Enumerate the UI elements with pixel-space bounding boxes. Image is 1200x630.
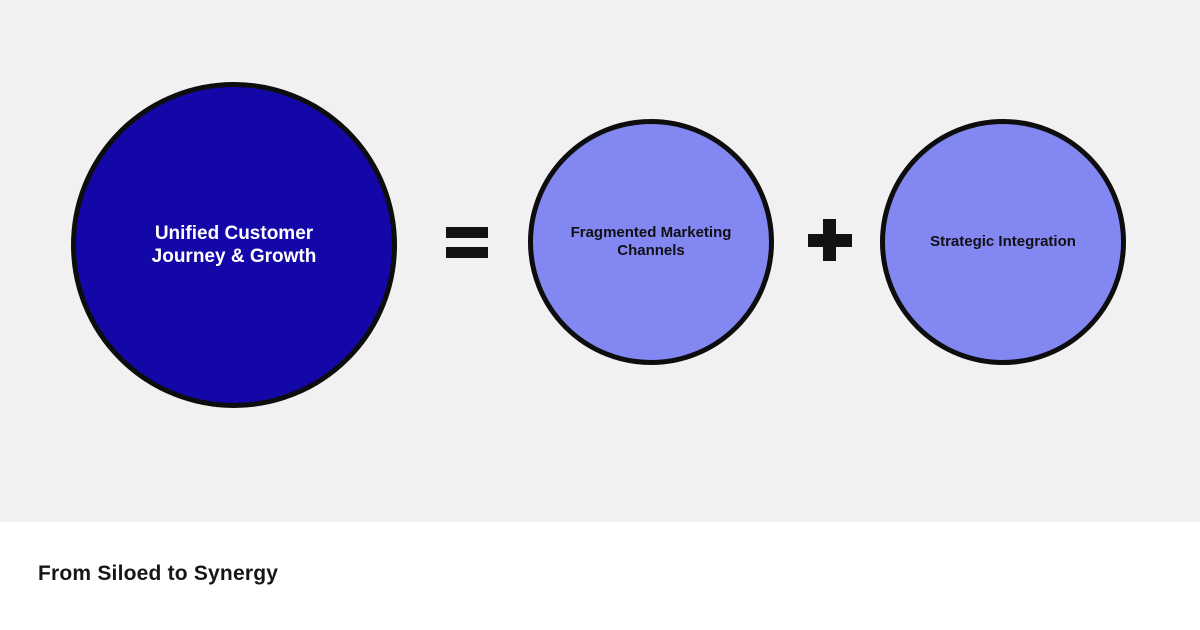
component-circle-1-label-line2: Channels	[617, 242, 685, 259]
component-circle-1-label-line1: Fragmented Marketing	[570, 224, 732, 241]
result-circle-label: Unified Customer Journey & Growth	[152, 222, 317, 268]
page-title: From Siloed to Synergy	[38, 562, 279, 585]
component-circle-1-label: Fragmented Marketing Channels	[571, 224, 732, 260]
result-circle: Unified Customer Journey & Growth	[71, 82, 397, 408]
component-circle-2-label-line1: Strategic Integration	[930, 233, 1076, 250]
result-circle-label-line2: Journey & Growth	[151, 246, 317, 267]
equals-icon	[446, 227, 488, 258]
component-circle-2-label: Strategic Integration	[930, 233, 1076, 251]
diagram-panel: Unified Customer Journey & Growth Fragme…	[0, 0, 1200, 522]
component-circle-fragmented-marketing: Fragmented Marketing Channels	[528, 119, 774, 365]
plus-icon	[808, 219, 852, 261]
result-circle-label-line1: Unified Customer	[154, 223, 314, 244]
component-circle-strategic-integration: Strategic Integration	[880, 119, 1126, 365]
